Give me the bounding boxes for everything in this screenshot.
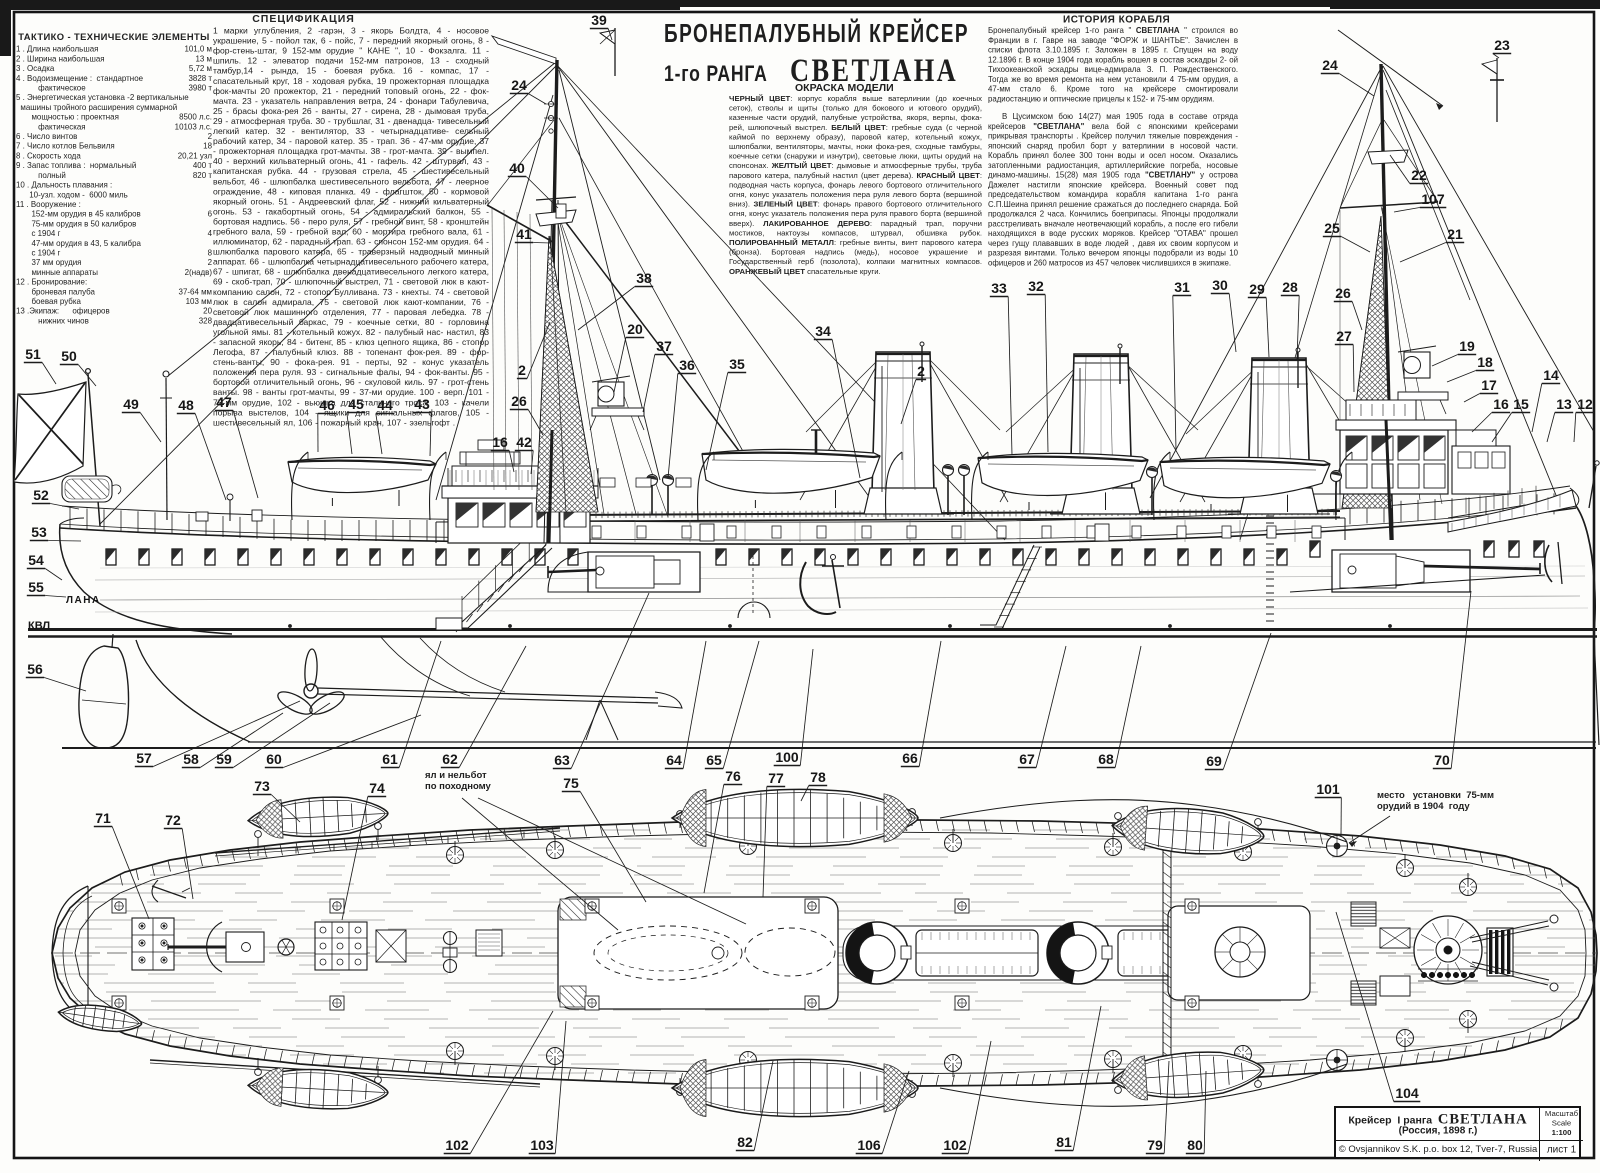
svg-text:49: 49 xyxy=(123,396,139,412)
svg-text:102: 102 xyxy=(445,1137,469,1153)
svg-text:37: 37 xyxy=(656,338,672,354)
svg-text:65: 65 xyxy=(706,752,722,768)
svg-text:31: 31 xyxy=(1174,279,1190,295)
svg-text:42: 42 xyxy=(516,434,532,450)
svg-text:24: 24 xyxy=(1322,57,1338,73)
svg-text:58: 58 xyxy=(183,751,199,767)
svg-text:62: 62 xyxy=(442,751,458,767)
svg-text:32: 32 xyxy=(1028,278,1044,294)
svg-text:78: 78 xyxy=(810,769,826,785)
svg-text:54: 54 xyxy=(28,552,44,568)
svg-text:33: 33 xyxy=(991,280,1007,296)
svg-text:50: 50 xyxy=(61,348,77,364)
svg-text:69: 69 xyxy=(1206,753,1222,769)
svg-text:39: 39 xyxy=(591,12,607,28)
svg-text:28: 28 xyxy=(1282,279,1298,295)
svg-text:75: 75 xyxy=(563,775,579,791)
svg-text:52: 52 xyxy=(33,487,49,503)
svg-text:60: 60 xyxy=(266,751,282,767)
svg-text:56: 56 xyxy=(27,661,43,677)
svg-text:30: 30 xyxy=(1212,277,1228,293)
svg-text:44: 44 xyxy=(377,397,393,413)
svg-text:2: 2 xyxy=(917,363,925,379)
svg-text:55: 55 xyxy=(28,579,44,595)
svg-text:40: 40 xyxy=(509,160,525,176)
svg-text:26: 26 xyxy=(1335,285,1351,301)
svg-text:74: 74 xyxy=(369,780,385,796)
svg-text:67: 67 xyxy=(1019,751,1035,767)
svg-text:103: 103 xyxy=(530,1137,554,1153)
svg-text:13: 13 xyxy=(1556,396,1572,412)
svg-text:ЛАНА: ЛАНА xyxy=(66,595,101,606)
svg-text:16: 16 xyxy=(492,434,508,450)
svg-text:18: 18 xyxy=(1477,354,1493,370)
svg-text:106: 106 xyxy=(857,1137,881,1153)
svg-text:51: 51 xyxy=(25,346,41,362)
svg-text:КВЛ: КВЛ xyxy=(28,620,50,632)
svg-text:48: 48 xyxy=(178,397,194,413)
svg-text:2: 2 xyxy=(518,362,526,378)
svg-text:23: 23 xyxy=(1494,37,1510,53)
svg-text:81: 81 xyxy=(1056,1134,1072,1150)
svg-text:57: 57 xyxy=(136,750,152,766)
svg-text:47: 47 xyxy=(216,394,232,410)
svg-text:35: 35 xyxy=(729,356,745,372)
svg-text:73: 73 xyxy=(254,778,270,794)
svg-text:15: 15 xyxy=(1513,396,1529,412)
svg-text:80: 80 xyxy=(1187,1137,1203,1153)
svg-text:45: 45 xyxy=(348,396,364,412)
svg-text:26: 26 xyxy=(511,393,527,409)
svg-text:12: 12 xyxy=(1577,396,1593,412)
svg-text:24: 24 xyxy=(511,77,527,93)
svg-text:68: 68 xyxy=(1098,751,1114,767)
svg-text:34: 34 xyxy=(815,323,831,339)
svg-text:61: 61 xyxy=(382,751,398,767)
svg-text:41: 41 xyxy=(516,226,532,242)
svg-text:17: 17 xyxy=(1481,377,1497,393)
svg-text:76: 76 xyxy=(725,768,741,784)
svg-text:16: 16 xyxy=(1493,396,1509,412)
svg-text:70: 70 xyxy=(1434,752,1450,768)
svg-text:63: 63 xyxy=(554,752,570,768)
svg-text:102: 102 xyxy=(943,1137,967,1153)
svg-text:14: 14 xyxy=(1543,367,1559,383)
svg-text:64: 64 xyxy=(666,752,682,768)
svg-text:101: 101 xyxy=(1316,781,1340,797)
svg-text:72: 72 xyxy=(165,812,181,828)
svg-text:27: 27 xyxy=(1336,328,1352,344)
svg-text:29: 29 xyxy=(1249,281,1265,297)
svg-text:20: 20 xyxy=(627,321,643,337)
svg-text:25: 25 xyxy=(1324,220,1340,236)
svg-text:21: 21 xyxy=(1447,226,1463,242)
svg-text:82: 82 xyxy=(737,1134,753,1150)
svg-text:46: 46 xyxy=(319,397,335,413)
svg-text:107: 107 xyxy=(1421,191,1445,207)
svg-text:79: 79 xyxy=(1147,1137,1163,1153)
svg-text:59: 59 xyxy=(216,751,232,767)
svg-text:53: 53 xyxy=(31,524,47,540)
svg-text:66: 66 xyxy=(902,750,918,766)
svg-text:77: 77 xyxy=(768,770,784,786)
svg-text:71: 71 xyxy=(95,810,111,826)
svg-text:36: 36 xyxy=(679,357,695,373)
svg-text:19: 19 xyxy=(1459,338,1475,354)
svg-text:100: 100 xyxy=(775,749,799,765)
svg-text:43: 43 xyxy=(414,396,430,412)
svg-text:104: 104 xyxy=(1395,1085,1419,1101)
svg-text:38: 38 xyxy=(636,270,652,286)
svg-text:22: 22 xyxy=(1411,167,1427,183)
